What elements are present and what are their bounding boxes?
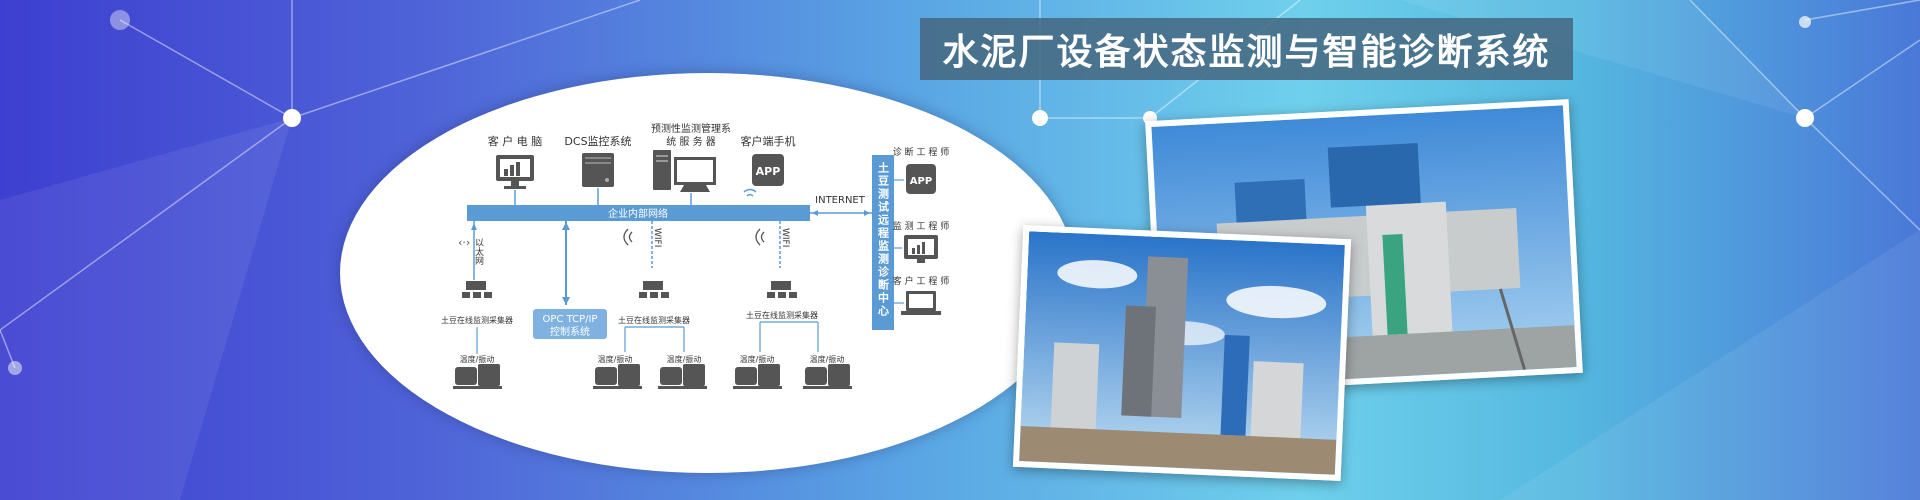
app-label: APP: [756, 165, 781, 178]
engineer-label-monitor: 监 测 工 程 师: [893, 220, 949, 232]
monitor-chart-icon: [496, 155, 534, 189]
cement-plant-tower-photo: [1012, 224, 1352, 482]
opc-label-line2: 控制系统: [550, 325, 590, 338]
motor-icon: [733, 364, 782, 389]
remote-center-label: 土豆测试远程监测诊断中心: [877, 161, 890, 318]
remote-center-bar: [872, 155, 894, 330]
workstation-icon: [653, 150, 716, 192]
banner-title: 水泥厂设备状态监测与智能诊断系统: [942, 32, 1551, 73]
wifi-label-2: WIFI: [780, 228, 790, 247]
monitor-chart-icon: [904, 235, 938, 263]
device-label-server-line1: 预测性监测管理系: [651, 122, 731, 135]
phone-app-icon: APP: [743, 154, 784, 197]
sensor-label-2: 温度/振动: [598, 354, 633, 364]
device-label-dcs: DCS监控系统: [564, 134, 631, 148]
motor-icon: [803, 364, 852, 389]
collector-label-3: 土豆在线监测采集器: [746, 310, 818, 320]
opc-box: [533, 309, 607, 339]
device-label-client-pc: 客 户 电 脑: [488, 134, 543, 148]
sensor-label-3: 温度/振动: [667, 354, 702, 364]
server-icon: [582, 153, 614, 187]
collector-icon: [462, 281, 492, 298]
opc-label-line1: OPC TCP/IP: [543, 314, 598, 325]
collector-label-2: 土豆在线监测采集器: [618, 315, 690, 325]
diagram-ellipse: [340, 73, 1075, 473]
sensor-label-4: 温度/振动: [740, 354, 775, 364]
enterprise-network-bar: [467, 205, 810, 221]
laptop-icon: [901, 291, 941, 315]
wifi-icon: [755, 228, 765, 246]
ethernet-arrow-icon: ‹·›: [458, 236, 470, 249]
motor-icon: [658, 364, 707, 389]
app-label-engineer: APP: [910, 176, 932, 187]
internet-label: INTERNET: [815, 195, 866, 206]
wifi-label-1: WIFI: [652, 228, 662, 247]
phone-app-icon: APP: [906, 164, 936, 194]
collector-icon: [767, 281, 797, 298]
collector-icon: [639, 281, 669, 298]
ethernet-label: 以太网: [473, 238, 484, 266]
device-label-server-line2: 统 服 务 器: [666, 135, 716, 148]
engineer-label-client: 客 户 工 程 师: [893, 275, 949, 287]
banner-title-box: 水泥厂设备状态监测与智能诊断系统: [920, 18, 1573, 80]
motor-icon: [593, 364, 642, 389]
collector-label-1: 土豆在线监测采集器: [441, 315, 513, 325]
sensor-label-5: 温度/振动: [810, 354, 845, 364]
engineer-label-diagnosis: 诊 断 工 程 师: [893, 146, 949, 158]
sensor-label-1: 温度/振动: [460, 354, 495, 364]
motor-icon: [453, 364, 502, 389]
network-bar-label: 企业内部网络: [608, 207, 668, 220]
device-label-client-phone: 客户端手机: [741, 134, 796, 148]
wifi-icon: [623, 228, 633, 246]
